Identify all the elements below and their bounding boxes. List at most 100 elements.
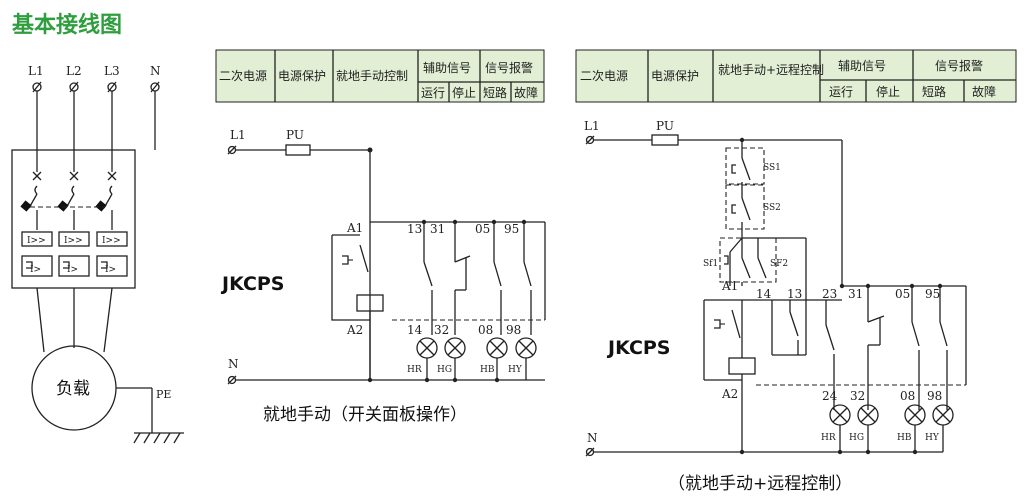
panel-1-lamp-hr: HR: [407, 365, 422, 375]
header-aux-signal: 辅助信号: [838, 59, 886, 73]
svg-text:I>>: I>>: [27, 236, 46, 246]
panel-1-coil-a2: A2: [346, 323, 363, 337]
panel-1-contact-32: 32: [434, 323, 449, 337]
panel-2-lamp-hr: HR: [821, 433, 836, 443]
panel-1-contact-13: 13: [407, 222, 422, 236]
panel-2-contact-31: 31: [848, 287, 863, 301]
terminal-icon: [227, 375, 237, 385]
panel-2-contact-95: 95: [925, 287, 940, 301]
header-col-secondary-power: 二次电源: [219, 69, 267, 83]
phase-label-l3: L3: [104, 64, 120, 78]
pushbutton-icon: [342, 244, 369, 273]
terminal-icon: [585, 135, 595, 145]
panel-1-coil-a1: A1: [346, 221, 363, 235]
svg-text:I>: I>: [105, 265, 116, 275]
panel-2-fuse-label: PU: [656, 119, 674, 133]
panel-2-switch-sf1: Sf1: [703, 259, 718, 269]
panel-1-local-manual: 二次电源 电源保护 就地手动控制 辅助信号 信号报警 运行 停止 短路 故障 L…: [215, 49, 546, 425]
phase-label-l2: L2: [66, 64, 82, 78]
panel-1-contact-98: 98: [506, 323, 521, 337]
header-sub-running: 运行: [421, 86, 445, 100]
panel-2-lamp-hg: HG: [849, 433, 864, 443]
panel-2-coil-a2: A2: [721, 387, 738, 401]
panel-1-fuse-label: PU: [286, 128, 304, 142]
panel-2-coil-a1: A1: [721, 279, 738, 293]
header-col-local-manual: 就地手动控制: [336, 69, 408, 83]
header-col-secondary-power: 二次电源: [580, 69, 628, 83]
panel-1-contact-95: 95: [504, 222, 519, 236]
panel-1-lamp-hg: HG: [437, 365, 452, 375]
pe-label: PE: [156, 388, 171, 401]
panel-2-switch-sf2: SF2: [770, 259, 788, 269]
svg-text:I>>: I>>: [102, 236, 121, 246]
header-col-power-protection: 电源保护: [651, 69, 699, 83]
lamp-icons: [416, 337, 537, 359]
page-title: 基本接线图: [12, 12, 122, 38]
switch-ss1-icon: [731, 157, 751, 198]
panel-1-lamp-hb: HB: [480, 365, 495, 375]
header-alarm-signal: 信号报警: [935, 58, 983, 73]
panel-1-header-table: 二次电源 电源保护 就地手动控制 辅助信号 信号报警 运行 停止 短路 故障: [215, 49, 545, 103]
contact-icons: [392, 222, 546, 335]
lamp-icons: [829, 404, 954, 426]
panel-2-model: JKCPS: [606, 337, 671, 359]
coil-icon: [728, 357, 756, 375]
pushbutton-icon: [714, 309, 741, 339]
header-alarm-signal: 信号报警: [485, 60, 533, 75]
remote-box: [725, 147, 765, 185]
terminal-icon: [227, 145, 237, 155]
phase-label-n: N: [150, 64, 161, 78]
panel-2-lamp-hb: HB: [897, 433, 912, 443]
panel-2-contact-05: 05: [895, 287, 910, 301]
panel-1-contact-05: 05: [475, 222, 490, 236]
panel-2-contact-32: 32: [850, 389, 865, 403]
panel-2-local-remote: 二次电源 电源保护 就地手动+远程控制 辅助信号 信号报警 运行 停止 短路 故…: [575, 49, 1017, 494]
switch-element-icons: I>> I> I>> I> I>> I>: [20, 150, 128, 277]
remote-box: [725, 184, 765, 230]
header-sub-running: 运行: [829, 85, 853, 99]
svg-text:I>: I>: [30, 265, 41, 275]
svg-text:I>>: I>>: [64, 236, 83, 246]
panel-2-n-label: N: [587, 431, 598, 445]
header-sub-short: 短路: [922, 84, 946, 99]
panel-2-contact-24: 24: [822, 389, 838, 403]
panel-1-model: JKCPS: [220, 273, 285, 295]
panel-2-caption: （就地手动+远程控制）: [668, 474, 852, 494]
panel-1-caption: 就地手动（开关面板操作）: [263, 405, 467, 425]
header-sub-stop: 停止: [876, 84, 900, 99]
contact-icons: [756, 286, 967, 410]
header-col-power-protection: 电源保护: [278, 69, 326, 83]
switch-sf-icons: [719, 237, 777, 286]
panel-1-n-label: N: [228, 357, 239, 371]
ground-icon: [133, 432, 184, 444]
load-label: 负载: [56, 379, 90, 399]
panel-1-contact-31: 31: [430, 222, 445, 236]
svg-text:I>: I>: [67, 265, 78, 275]
panel-2-l1-label: L1: [584, 119, 600, 133]
header-sub-fault: 故障: [514, 85, 538, 100]
panel-2-contact-23: 23: [822, 287, 837, 301]
terminal-icon: [585, 447, 595, 457]
panel-1-lamp-hy: HY: [508, 365, 523, 375]
panel-2-switch-ss2: SS2: [763, 203, 781, 213]
header-aux-signal: 辅助信号: [423, 61, 471, 75]
fuse-icon: [285, 144, 311, 156]
terminal-icon: [32, 81, 160, 93]
panel-2-switch-ss1: SS1: [763, 163, 781, 173]
panel-2-contact-14: 14: [756, 287, 772, 301]
panel-2-lamp-hy: HY: [925, 433, 940, 443]
panel-2-contact-08: 08: [900, 389, 915, 403]
panel-1-l1-label: L1: [230, 128, 246, 142]
header-sub-fault: 故障: [972, 84, 996, 99]
panel-2-contact-13: 13: [787, 287, 802, 301]
panel-1-contact-14: 14: [407, 323, 423, 337]
panel-1-contact-08: 08: [478, 323, 493, 337]
header-col-local-remote: 就地手动+远程控制: [718, 62, 824, 77]
phase-label-l1: L1: [28, 64, 44, 78]
header-sub-stop: 停止: [452, 85, 476, 100]
panel-2-header-table: 二次电源 电源保护 就地手动+远程控制 辅助信号 信号报警 运行 停止 短路 故…: [575, 49, 1017, 103]
header-sub-short: 短路: [483, 85, 507, 100]
fuse-icon: [651, 134, 679, 146]
panel-2-contact-98: 98: [927, 389, 942, 403]
